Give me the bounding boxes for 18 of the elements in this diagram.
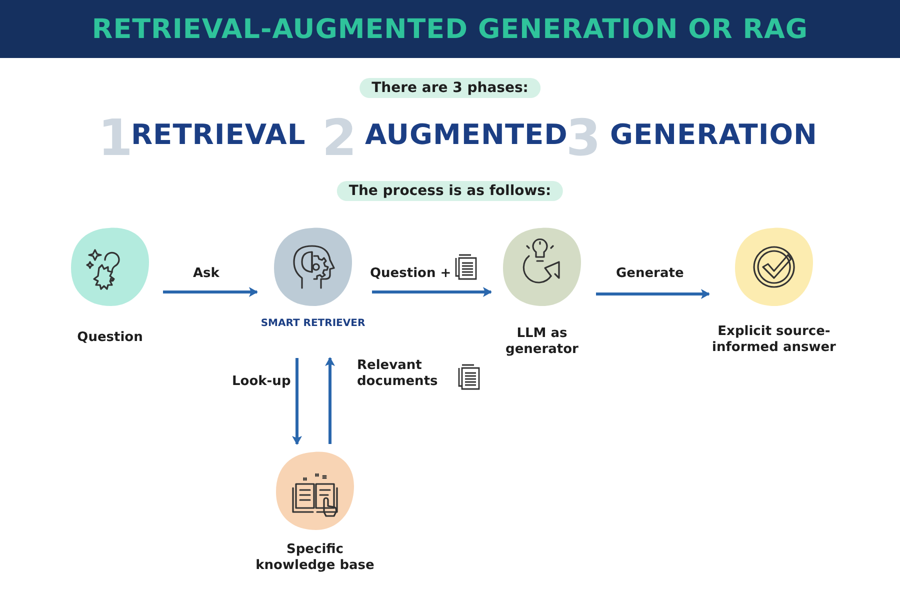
node-label: Question	[76, 330, 144, 346]
node-label: Explicit source-informed answer	[711, 324, 837, 356]
edge-label: Look-up	[232, 374, 291, 390]
phase-name: AUGMENTED	[365, 121, 568, 149]
node-label: Specific knowledge base	[254, 542, 376, 574]
arrow	[163, 287, 258, 297]
edge-label: Question +	[370, 266, 452, 282]
node-label: LLM as generator	[504, 326, 580, 358]
subheading: The process is as follows:	[336, 181, 564, 201]
phase-name: RETRIEVAL	[131, 121, 306, 149]
arrow	[372, 287, 492, 297]
arrow	[325, 357, 335, 444]
title: RETRIEVAL-AUGMENTED GENERATION OR RAG	[92, 14, 808, 44]
arrow	[292, 358, 302, 445]
node-label: SMART RETRIEVER	[260, 318, 366, 329]
phase-name: GENERATION	[610, 121, 818, 149]
arrow	[596, 289, 710, 299]
subheading: There are 3 phases:	[360, 78, 540, 98]
